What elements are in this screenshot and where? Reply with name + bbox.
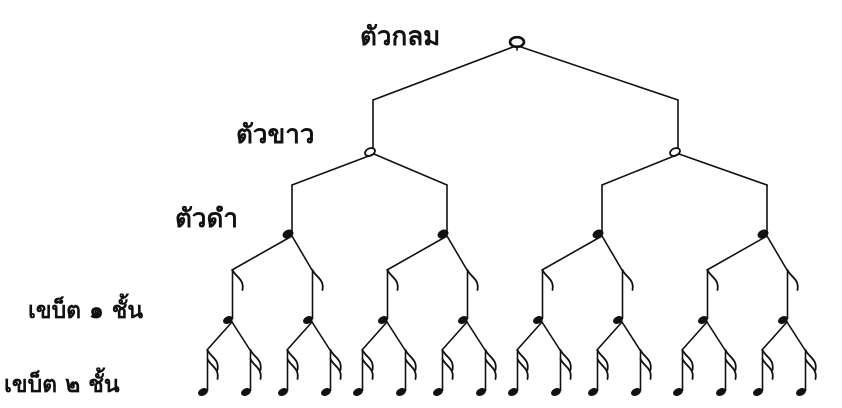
- label-sixteenth-note: เขบ็ต ๒ ชั้น: [4, 372, 120, 398]
- branch-half-to-quarter-3: [601, 153, 680, 186]
- branch-eighth-to-sixteenth-2: [231, 321, 251, 351]
- label-eighth-note: เขบ็ต ๑ ชั้น: [28, 298, 144, 324]
- eighth-note-icon: [378, 269, 399, 324]
- eighth-note-icon: [613, 269, 634, 324]
- branch-half-to-quarter-1: [291, 153, 375, 186]
- branch-eighth-to-sixteenth-6: [386, 321, 406, 351]
- branch-eighth-to-sixteenth-9: [516, 321, 543, 351]
- eighth-note-icon: [223, 269, 244, 324]
- sixteenth-note-icon: [716, 349, 737, 396]
- sixteenth-note-icon: [508, 349, 529, 396]
- branch-quarter-to-eighth-8: [766, 235, 788, 271]
- sixteenth-note-icon: [278, 349, 299, 396]
- branch-quarter-to-eighth-3: [386, 235, 448, 271]
- branch-eighth-to-sixteenth-12: [621, 321, 641, 351]
- sixteenth-note-icon: [796, 349, 817, 396]
- branch-eighth-to-sixteenth-13: [681, 321, 708, 351]
- label-quarter-note: ตัวดำ: [175, 204, 238, 234]
- eighth-note-icon: [698, 269, 719, 324]
- sixteenth-note-icon: [353, 349, 374, 396]
- sixteenth-note-icon: [673, 349, 694, 396]
- branch-half-to-quarter-4: [678, 153, 768, 186]
- branch-quarter-to-eighth-6: [601, 235, 623, 271]
- branch-eighth-to-sixteenth-11: [596, 321, 623, 351]
- branch-quarter-to-eighth-4: [446, 235, 468, 271]
- sixteenth-note-icon: [476, 349, 497, 396]
- eighth-note-icon: [458, 269, 479, 324]
- branch-eighth-to-sixteenth-15: [761, 321, 788, 351]
- branch-eighth-to-sixteenth-7: [441, 321, 468, 351]
- branch-half-to-quarter-2: [373, 153, 448, 186]
- branch-quarter-to-eighth-5: [541, 235, 603, 271]
- branch-eighth-to-sixteenth-1: [206, 321, 233, 351]
- sixteenth-note-icon: [396, 349, 417, 396]
- sixteenth-note-icon: [321, 349, 342, 396]
- branch-eighth-to-sixteenth-3: [286, 321, 313, 351]
- eighth-note-icon: [778, 269, 799, 324]
- sixteenth-note-icon: [198, 349, 219, 396]
- label-half-note: ตัวขาว: [236, 120, 315, 150]
- sixteenth-note-icon: [631, 349, 652, 396]
- branch-quarter-to-eighth-2: [291, 235, 313, 271]
- branch-whole-to-half-right: [520, 46, 679, 101]
- branch-eighth-to-sixteenth-8: [466, 321, 486, 351]
- sixteenth-note-icon: [551, 349, 572, 396]
- label-whole-note: ตัวกลม: [360, 22, 441, 52]
- branch-eighth-to-sixteenth-5: [361, 321, 388, 351]
- eighth-note-icon: [303, 269, 324, 324]
- sixteenth-note-icon: [588, 349, 609, 396]
- branch-quarter-to-eighth-1: [231, 235, 293, 271]
- sixteenth-note-icon: [433, 349, 454, 396]
- branch-eighth-to-sixteenth-16: [786, 321, 806, 351]
- branch-whole-to-half-left: [372, 46, 514, 101]
- branch-eighth-to-sixteenth-14: [706, 321, 726, 351]
- sixteenth-note-icon: [753, 349, 774, 396]
- branch-quarter-to-eighth-7: [706, 235, 768, 271]
- eighth-note-icon: [533, 269, 554, 324]
- sixteenth-note-icon: [241, 349, 262, 396]
- branch-eighth-to-sixteenth-4: [311, 321, 331, 351]
- branch-eighth-to-sixteenth-10: [541, 321, 561, 351]
